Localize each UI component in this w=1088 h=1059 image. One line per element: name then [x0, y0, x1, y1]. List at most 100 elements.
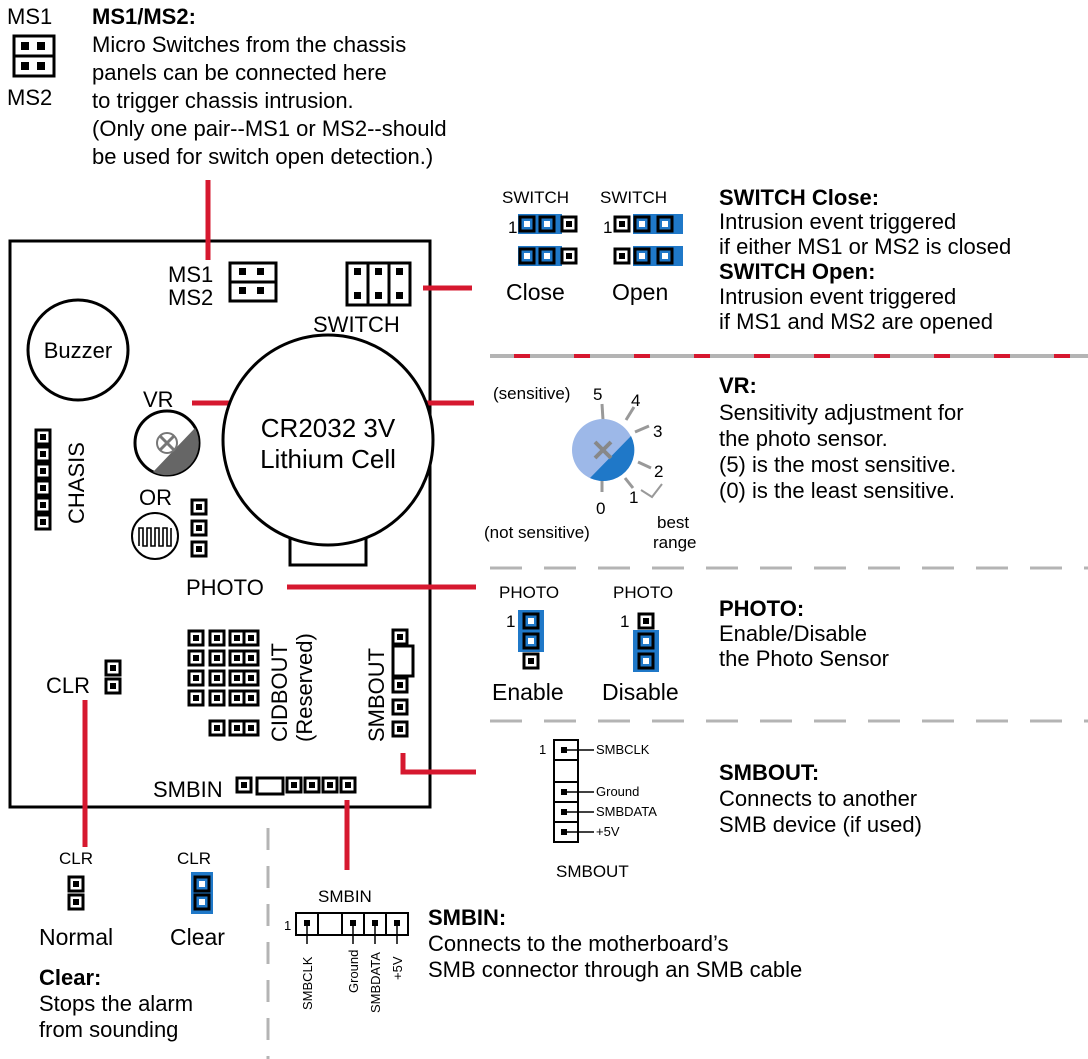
ms-desc-1: Micro Switches from the chassis — [92, 32, 406, 57]
smbout-pin-ground: Ground — [596, 784, 639, 799]
vr-sensitive-label: (sensitive) — [493, 384, 570, 403]
switch-close-label: Close — [506, 279, 565, 305]
clr-clear-label: Clear — [170, 924, 225, 950]
vr-desc-1: Sensitivity adjustment for — [719, 400, 964, 425]
switch-close-title: SWITCH — [502, 188, 569, 207]
smbin-desc-1: Connects to the motherboard’s — [428, 931, 728, 956]
board-ms1-label: MS1 — [168, 262, 213, 287]
photo-disable-jumper — [633, 612, 659, 672]
smbin-pin-smbdata: SMBDATA — [368, 952, 383, 1013]
battery — [221, 333, 435, 567]
vr-tick-3: 3 — [653, 422, 662, 441]
board-ms-header — [228, 261, 278, 303]
smbin-heading: SMBIN: — [428, 905, 506, 930]
ms-legend-jumper — [12, 34, 56, 78]
chasis-header — [34, 428, 52, 531]
photo-disable-label: Disable — [602, 679, 679, 705]
vr-tick-0: 0 — [596, 499, 605, 518]
cidbout-reserved-label: (Reserved) — [292, 633, 317, 742]
smbout-pin-smbdata: SMBDATA — [596, 804, 657, 819]
switch-open-heading: SWITCH Open: — [719, 259, 875, 284]
vr-tick-2: 2 — [654, 462, 663, 481]
clr-clear-title: CLR — [177, 849, 211, 868]
switch-close-jumper — [518, 214, 578, 266]
ms-desc-3: to trigger chassis intrusion. — [92, 88, 354, 113]
clr-normal-jumper — [67, 875, 85, 911]
board-clr-label: CLR — [46, 673, 90, 698]
vr-desc-2: the photo sensor. — [719, 426, 888, 451]
switch-open-label: Open — [612, 279, 668, 305]
clr-desc-1: Stops the alarm — [39, 991, 193, 1016]
smbout-pin-5v: +5V — [596, 824, 620, 839]
smbout-desc-1: Connects to another — [719, 786, 917, 811]
clr-desc-2: from sounding — [39, 1017, 178, 1042]
board-vr-label: VR — [143, 387, 174, 412]
switch-open-desc-1: Intrusion event triggered — [719, 284, 956, 309]
vr-heading: VR: — [719, 373, 757, 398]
clr-normal-title: CLR — [59, 849, 93, 868]
board-ms2-label: MS2 — [168, 285, 213, 310]
cidbout-label: CIDBOUT — [267, 643, 292, 742]
photo-enable-label: Enable — [492, 679, 564, 705]
vr-range-label: range — [653, 533, 696, 552]
smbout-connector — [553, 739, 594, 843]
smbout-pin1: 1 — [539, 742, 546, 757]
smbin-connector — [295, 912, 409, 944]
ms-desc-4: (Only one pair--MS1 or MS2--should — [92, 116, 447, 141]
board-switch-header — [345, 261, 412, 307]
switch-close-desc-2: if either MS1 or MS2 is closed — [719, 234, 1011, 259]
switch-open-desc-2: if MS1 and MS2 are opened — [719, 309, 993, 334]
switch-close-desc-1: Intrusion event triggered — [719, 209, 956, 234]
buzzer-label: Buzzer — [44, 338, 112, 363]
smbin-pin1: 1 — [284, 918, 291, 933]
board-switch-label: SWITCH — [313, 312, 400, 337]
board-smbin-label: SMBIN — [153, 777, 223, 802]
board-photo-label: PHOTO — [186, 575, 264, 600]
switch-close-heading: SWITCH Close: — [719, 185, 879, 210]
chasis-label: CHASIS — [64, 442, 89, 524]
photo-enable-pin1: 1 — [506, 612, 515, 631]
board-vr-dial — [133, 409, 201, 477]
board-smbout-header — [391, 628, 415, 738]
vr-not-sensitive-label: (not sensitive) — [484, 523, 590, 542]
photo-disable-pin1: 1 — [620, 612, 629, 631]
vr-dial — [572, 403, 663, 499]
smbout-connector-label: SMBOUT — [556, 862, 629, 881]
vr-desc-4: (0) is the least sensitive. — [719, 478, 955, 503]
or-label: OR — [139, 485, 172, 510]
ms1-small-label: MS1 — [7, 4, 52, 29]
photo-disable-title: PHOTO — [613, 583, 673, 602]
vr-tick-1: 1 — [629, 488, 638, 507]
smbout-pin-smbclk: SMBCLK — [596, 742, 650, 757]
ms-desc-2: panels can be connected here — [92, 60, 387, 85]
smbin-title: SMBIN — [318, 887, 372, 906]
vr-desc-3: (5) is the most sensitive. — [719, 452, 956, 477]
board-smbout-label: SMBOUT — [364, 648, 389, 742]
photo-desc-1: Enable/Disable — [719, 621, 867, 646]
photo-sensor — [131, 512, 179, 560]
photo-desc-2: the Photo Sensor — [719, 646, 889, 671]
vr-tick-5: 5 — [593, 385, 602, 404]
smbin-desc-2: SMB connector through an SMB cable — [428, 957, 802, 982]
smbout-desc-2: SMB device (if used) — [719, 812, 922, 837]
smbin-pin-ground: Ground — [346, 950, 361, 993]
section-dividers — [266, 354, 1088, 1059]
switch-close-pin1: 1 — [508, 218, 517, 237]
photo-enable-title: PHOTO — [499, 583, 559, 602]
photo-header — [190, 498, 208, 558]
smbin-pin-5v: +5V — [390, 956, 405, 980]
ms2-small-label: MS2 — [7, 85, 52, 110]
photo-heading: PHOTO: — [719, 596, 804, 621]
photo-enable-jumper — [518, 610, 544, 670]
clr-heading: Clear: — [39, 965, 101, 990]
vr-tick-4: 4 — [631, 391, 640, 410]
switch-open-pin1: 1 — [603, 218, 612, 237]
battery-line-2: Lithium Cell — [260, 444, 396, 474]
switch-open-title: SWITCH — [600, 188, 667, 207]
board-smbin-header — [235, 776, 357, 796]
smbin-pin-smbclk: SMBCLK — [300, 956, 315, 1010]
clr-normal-label: Normal — [39, 924, 113, 950]
buzzer-circle — [26, 298, 130, 402]
clr-clear-jumper — [191, 872, 213, 914]
